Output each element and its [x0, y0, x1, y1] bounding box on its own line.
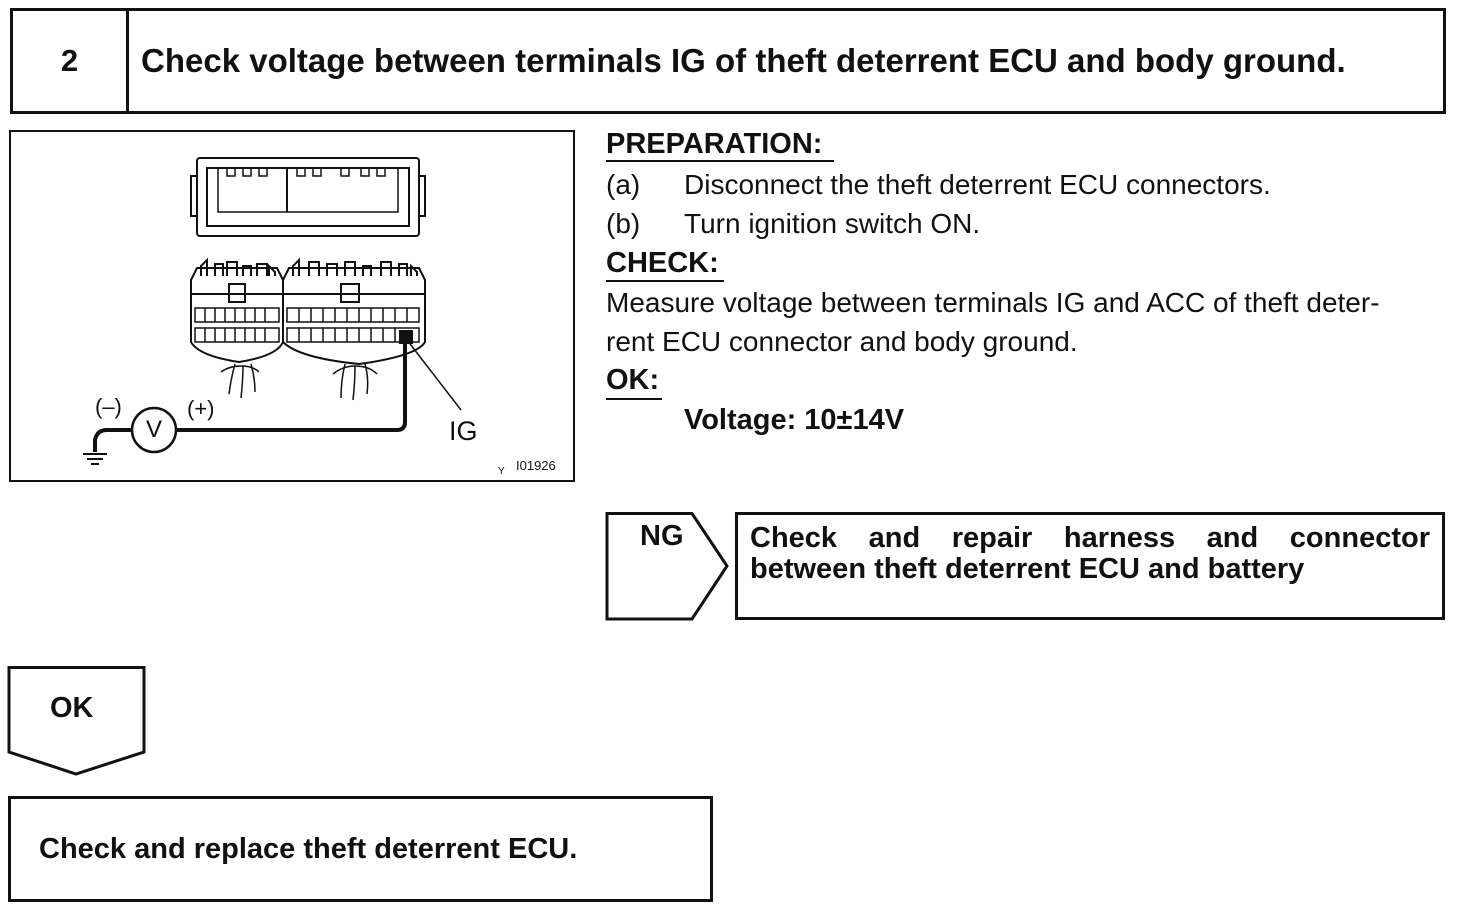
ok-arrow-icon — [7, 666, 146, 776]
ng-label: NG — [640, 520, 684, 552]
probe-lead-minus — [93, 428, 132, 452]
figure-code-prefix: Y — [498, 466, 505, 477]
ground-icon — [83, 453, 107, 465]
ecu-connector-icon — [190, 157, 426, 237]
step-letter-b: (b) — [606, 208, 641, 239]
ng-arrow-icon — [605, 512, 729, 621]
probe-lead-plus — [177, 342, 407, 432]
ok-result-text: Check and replace theft deterrent ECU. — [39, 832, 578, 865]
step-header: 2 Check voltage between terminals IG of … — [10, 8, 1446, 114]
ok-label: OK — [50, 692, 94, 724]
check-text-line2: rent ECU connector and body ground. — [606, 326, 1078, 357]
figure-code: I01926 — [516, 458, 556, 473]
connector-illustration: (–) V (+) IG Y I01926 — [9, 130, 575, 482]
step-letter-a: (a) — [606, 169, 641, 200]
step-text-b: Turn ignition switch ON. — [684, 208, 981, 239]
voltmeter-label: V — [145, 416, 162, 443]
right-terminal-grid — [286, 307, 420, 343]
ig-terminal-label: IG — [449, 416, 478, 446]
minus-lead-label: (–) — [95, 394, 122, 419]
step-title: Check voltage between terminals IG of th… — [141, 42, 1346, 79]
ng-result-text: Check and repair harness and connector b… — [750, 522, 1430, 585]
connector-diagram — [83, 157, 462, 465]
plus-lead-label: (+) — [187, 396, 215, 421]
check-heading-rule — [606, 280, 724, 282]
ok-spec-heading-rule — [606, 398, 662, 400]
ig-leader-line — [406, 339, 462, 411]
step-text-a: Disconnect the theft deterrent ECU conne… — [684, 169, 1271, 200]
preparation-step-a: (a) Disconnect the theft deterrent ECU co… — [606, 169, 1271, 201]
check-heading: CHECK: — [606, 247, 719, 279]
check-text-line1: Measure voltage between terminals IG and… — [606, 287, 1380, 318]
preparation-heading: PREPARATION: — [606, 128, 823, 160]
ig-terminal-highlight — [399, 330, 413, 344]
ok-spec-heading: OK: — [606, 364, 660, 396]
ng-result-box: Check and repair harness and connector b… — [735, 512, 1445, 620]
step-number: 2 — [13, 11, 129, 111]
left-terminal-grid — [194, 307, 280, 343]
ok-spec-value: Voltage: 10±14V — [684, 404, 905, 436]
right-harness-connector-icon — [282, 257, 426, 401]
ok-result-box: Check and replace theft deterrent ECU. — [8, 796, 713, 902]
preparation-step-b: (b) Turn ignition switch ON. — [606, 208, 980, 240]
preparation-heading-rule — [606, 160, 834, 162]
